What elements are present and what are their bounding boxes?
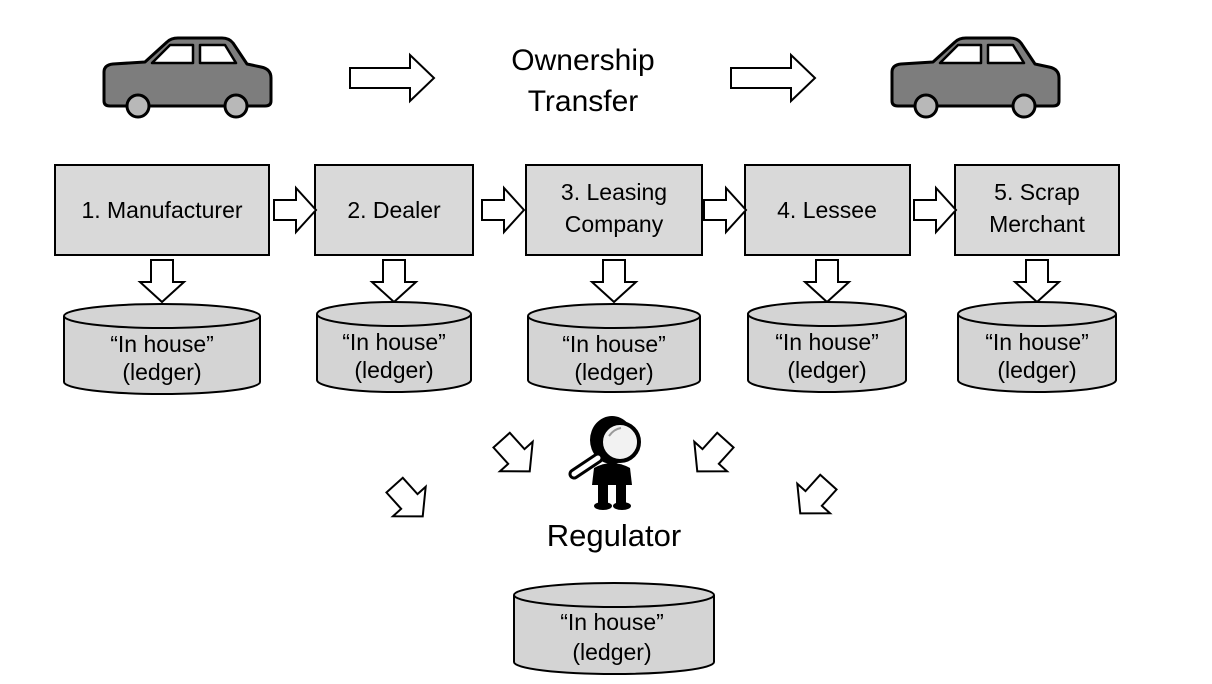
car-right-icon [890,36,1061,119]
regulator-magnifier-icon [568,416,641,510]
transfer-arrow-right-icon [730,54,816,102]
transfer-arrow-left-icon [349,54,435,102]
flow-arrow-4-5 [913,187,957,233]
ledger-label-line2: (ledger) [572,639,651,665]
flow-arrow-1-2 [273,187,317,233]
down-arrow-1 [139,259,185,303]
header-title-line1: Ownership [511,44,654,77]
ledger-label-line1: “In house” [110,331,214,357]
regulator-arrow-right [679,424,743,488]
stage-scrap-merchant: 5. Scrap Merchant [954,164,1120,256]
down-arrow-4 [804,259,850,303]
ledger-label-line2: (ledger) [574,359,653,385]
ledger-label-line2: (ledger) [997,357,1076,383]
stage-label-line1: 5. Scrap [994,179,1080,205]
ledger-label-line1: “In house” [342,329,446,355]
car-left-icon [102,36,273,119]
down-arrow-2 [371,259,417,303]
header-title-line2: Transfer [528,85,639,118]
stage-manufacturer: 1. Manufacturer [54,164,270,256]
ledger-label-line2: (ledger) [787,357,866,383]
stage-label-line2: Merchant [989,211,1085,237]
down-arrow-3 [591,259,637,303]
ledger-label-line1: “In house” [560,609,664,635]
stage-lessee: 4. Lessee [744,164,911,256]
stage-leasing-company: 3. Leasing Company [525,164,703,256]
regulator-arrow-far-left [377,469,441,533]
ledger-3: “In house” (ledger) [527,303,701,393]
regulator-ledger: “In house” (ledger) [513,582,715,675]
ledger-label-line2: (ledger) [122,359,201,385]
regulator-label: Regulator [547,518,681,553]
ledger-4: “In house” (ledger) [747,301,907,393]
flow-arrow-3-4 [703,187,747,233]
regulator-arrow-left [484,424,548,488]
down-arrow-5 [1014,259,1060,303]
ledger-1: “In house” (ledger) [63,303,261,395]
ledger-label-line1: “In house” [775,329,879,355]
stage-label-line2: Company [565,211,664,237]
regulator-arrow-far-right [782,466,846,530]
stage-dealer: 2. Dealer [314,164,474,256]
stage-label: 1. Manufacturer [81,197,242,223]
ledger-label-line1: “In house” [985,329,1089,355]
ledger-2: “In house” (ledger) [316,301,472,393]
stage-label: 4. Lessee [777,197,877,223]
stage-label: 2. Dealer [347,197,441,223]
ledger-5: “In house” (ledger) [957,301,1117,393]
stage-label-line1: 3. Leasing [561,179,667,205]
flow-arrow-2-3 [481,187,525,233]
ledger-label-line2: (ledger) [354,357,433,383]
ledger-label-line1: “In house” [562,331,666,357]
